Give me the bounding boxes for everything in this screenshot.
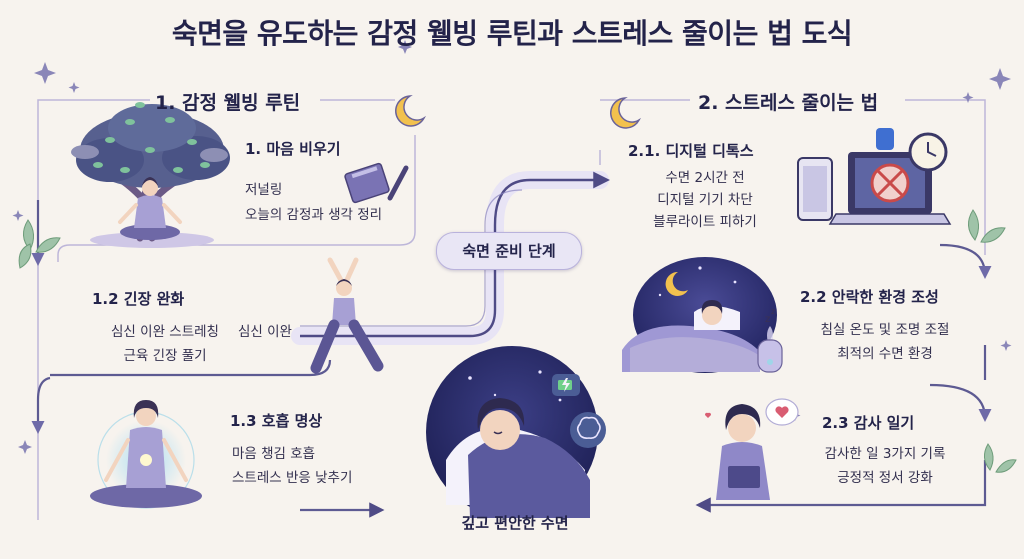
step-line: 디지털 기기 차단 bbox=[657, 192, 753, 208]
device-badge bbox=[876, 128, 894, 150]
section-heading-emotional-routine: 1. 감정 웰빙 루틴 bbox=[155, 92, 301, 114]
heart-icon bbox=[704, 398, 799, 426]
battery-icon bbox=[552, 374, 580, 396]
step-line: 오늘의 감정과 생각 정리 bbox=[245, 207, 383, 223]
step-line: 수면 2시간 전 bbox=[665, 170, 745, 186]
step-title-empty-mind: 1. 마음 비우기 bbox=[245, 140, 341, 158]
section-heading-stress-reduction: 2. 스트레스 줄이는 법 bbox=[698, 92, 879, 114]
journaling-person bbox=[716, 404, 770, 500]
step-line: 심신 이완 스트레칭 bbox=[111, 324, 219, 340]
no-sign-icon bbox=[870, 163, 910, 203]
tree-icon bbox=[71, 102, 230, 248]
bedroom-scene: z z bbox=[622, 257, 777, 373]
meditation-person bbox=[90, 400, 202, 509]
brain-icon bbox=[570, 412, 606, 448]
step-line: 스트레스 반응 낮추기 bbox=[232, 470, 353, 486]
step-line: 저널링 bbox=[245, 182, 283, 198]
svg-text:z: z bbox=[771, 307, 775, 316]
svg-text:z: z bbox=[765, 314, 770, 325]
stretching-person bbox=[310, 257, 384, 374]
step-line: 긍정적 정서 강화 bbox=[837, 470, 933, 486]
result-label: 깊고 편안한 수면 bbox=[461, 514, 569, 532]
center-flow-arrow bbox=[300, 171, 611, 338]
step-title-breathing: 1.3 호흡 명상 bbox=[230, 412, 323, 430]
clock-icon bbox=[908, 132, 948, 172]
step-line: 블루라이트 피하기 bbox=[653, 214, 757, 230]
step-title-comfort-env: 2.2 안락한 환경 조성 bbox=[800, 288, 939, 306]
leaf-icon bbox=[18, 209, 1017, 473]
notebook-icon bbox=[344, 162, 390, 204]
step-line: 근육 긴장 풀기 bbox=[123, 348, 207, 364]
step-line: 최적의 수면 환경 bbox=[837, 346, 933, 362]
step-line: 마음 챙김 호흡 bbox=[232, 446, 316, 462]
page-title: 숙면을 유도하는 감정 웰빙 루틴과 스트레스 줄이는 법 도식 bbox=[171, 17, 853, 50]
moon-icon bbox=[395, 95, 426, 127]
step-title-tension-relief: 1.2 긴장 완화 bbox=[92, 290, 185, 308]
center-stage-label: 숙면 준비 단계 bbox=[436, 232, 582, 270]
sleeping-person bbox=[426, 346, 598, 518]
step-title-digital-detox: 2.1. 디지털 디톡스 bbox=[628, 142, 754, 160]
step-line: 침실 온도 및 조명 조절 bbox=[820, 322, 950, 338]
step-line: 감사한 일 3가지 기록 bbox=[824, 446, 946, 462]
step-side-label: 심신 이완 bbox=[238, 324, 292, 340]
step-title-gratitude: 2.3 감사 일기 bbox=[822, 414, 915, 432]
phone-icon bbox=[797, 157, 833, 221]
moon-icon bbox=[610, 97, 641, 129]
right-flow-arrows bbox=[695, 243, 992, 513]
pen-icon bbox=[387, 165, 409, 201]
humidifier-icon bbox=[757, 326, 783, 373]
